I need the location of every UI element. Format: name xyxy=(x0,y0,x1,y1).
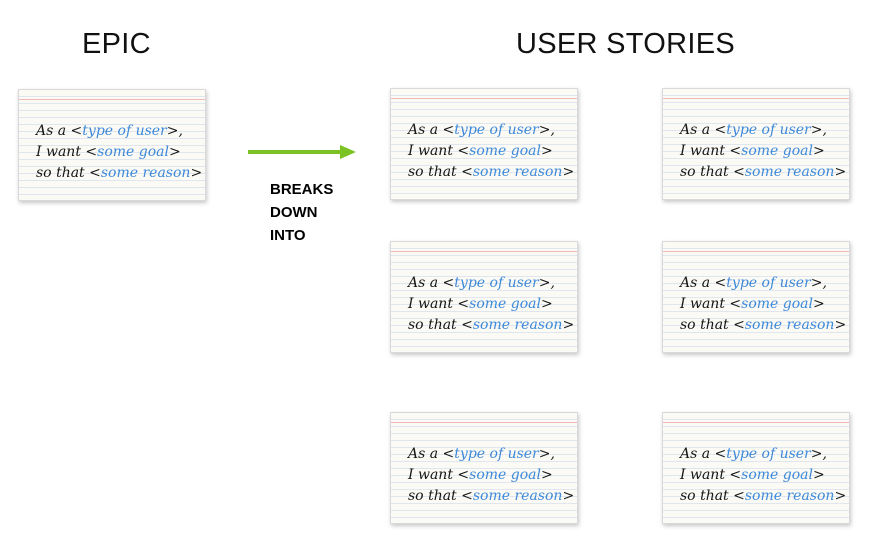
card-value-goal: some goal xyxy=(469,467,541,483)
card-line-reason: so that <some reason> xyxy=(408,488,575,504)
card-line-user: As a <type of user>, xyxy=(36,123,183,139)
card-value-reason: some reason xyxy=(472,317,563,333)
card-line-goal: I want <some goal> xyxy=(680,467,825,483)
card-line-goal: I want <some goal> xyxy=(36,144,181,160)
user-story-card: As a <type of user>, I want <some goal> … xyxy=(390,241,578,353)
card-value-reason: some reason xyxy=(744,317,835,333)
card-line-goal: I want <some goal> xyxy=(680,143,825,159)
epic-heading: EPIC xyxy=(82,28,151,60)
user-story-card: As a <type of user>, I want <some goal> … xyxy=(662,88,850,200)
card-value-goal: some goal xyxy=(741,296,813,312)
card-value-reason: some reason xyxy=(472,164,563,180)
card-value-goal: some goal xyxy=(469,296,541,312)
card-line-reason: so that <some reason> xyxy=(408,317,575,333)
card-line-goal: I want <some goal> xyxy=(408,467,553,483)
card-value-goal: some goal xyxy=(741,143,813,159)
card-line-reason: so that <some reason> xyxy=(680,317,847,333)
card-value-goal: some goal xyxy=(469,143,541,159)
card-value-reason: some reason xyxy=(100,165,191,181)
right-arrow-icon xyxy=(248,145,356,159)
card-value-reason: some reason xyxy=(472,488,563,504)
card-line-user: As a <type of user>, xyxy=(680,275,827,291)
card-line-user: As a <type of user>, xyxy=(408,275,555,291)
epic-card: As a <type of user>, I want <some goal> … xyxy=(18,89,206,201)
card-value-user: type of user xyxy=(726,275,811,291)
breaks-down-into-label: BREAKS DOWN INTO xyxy=(270,181,334,244)
card-value-goal: some goal xyxy=(741,467,813,483)
card-line-goal: I want <some goal> xyxy=(408,143,553,159)
card-line-reason: so that <some reason> xyxy=(680,488,847,504)
card-line-goal: I want <some goal> xyxy=(680,296,825,312)
card-value-reason: some reason xyxy=(744,164,835,180)
card-line-user: As a <type of user>, xyxy=(408,446,555,462)
card-value-user: type of user xyxy=(726,122,811,138)
card-line-user: As a <type of user>, xyxy=(680,446,827,462)
card-value-user: type of user xyxy=(82,123,167,139)
user-story-card: As a <type of user>, I want <some goal> … xyxy=(662,241,850,353)
card-value-user: type of user xyxy=(726,446,811,462)
user-story-card: As a <type of user>, I want <some goal> … xyxy=(390,412,578,524)
card-value-reason: some reason xyxy=(744,488,835,504)
card-line-reason: so that <some reason> xyxy=(680,164,847,180)
card-value-goal: some goal xyxy=(97,144,169,160)
user-story-card: As a <type of user>, I want <some goal> … xyxy=(662,412,850,524)
card-line-goal: I want <some goal> xyxy=(408,296,553,312)
user-story-card: As a <type of user>, I want <some goal> … xyxy=(390,88,578,200)
card-line-user: As a <type of user>, xyxy=(680,122,827,138)
user-stories-heading: USER STORIES xyxy=(516,28,736,60)
card-line-reason: so that <some reason> xyxy=(408,164,575,180)
card-line-user: As a <type of user>, xyxy=(408,122,555,138)
card-value-user: type of user xyxy=(454,122,539,138)
card-line-reason: so that <some reason> xyxy=(36,165,203,181)
card-value-user: type of user xyxy=(454,446,539,462)
card-value-user: type of user xyxy=(454,275,539,291)
